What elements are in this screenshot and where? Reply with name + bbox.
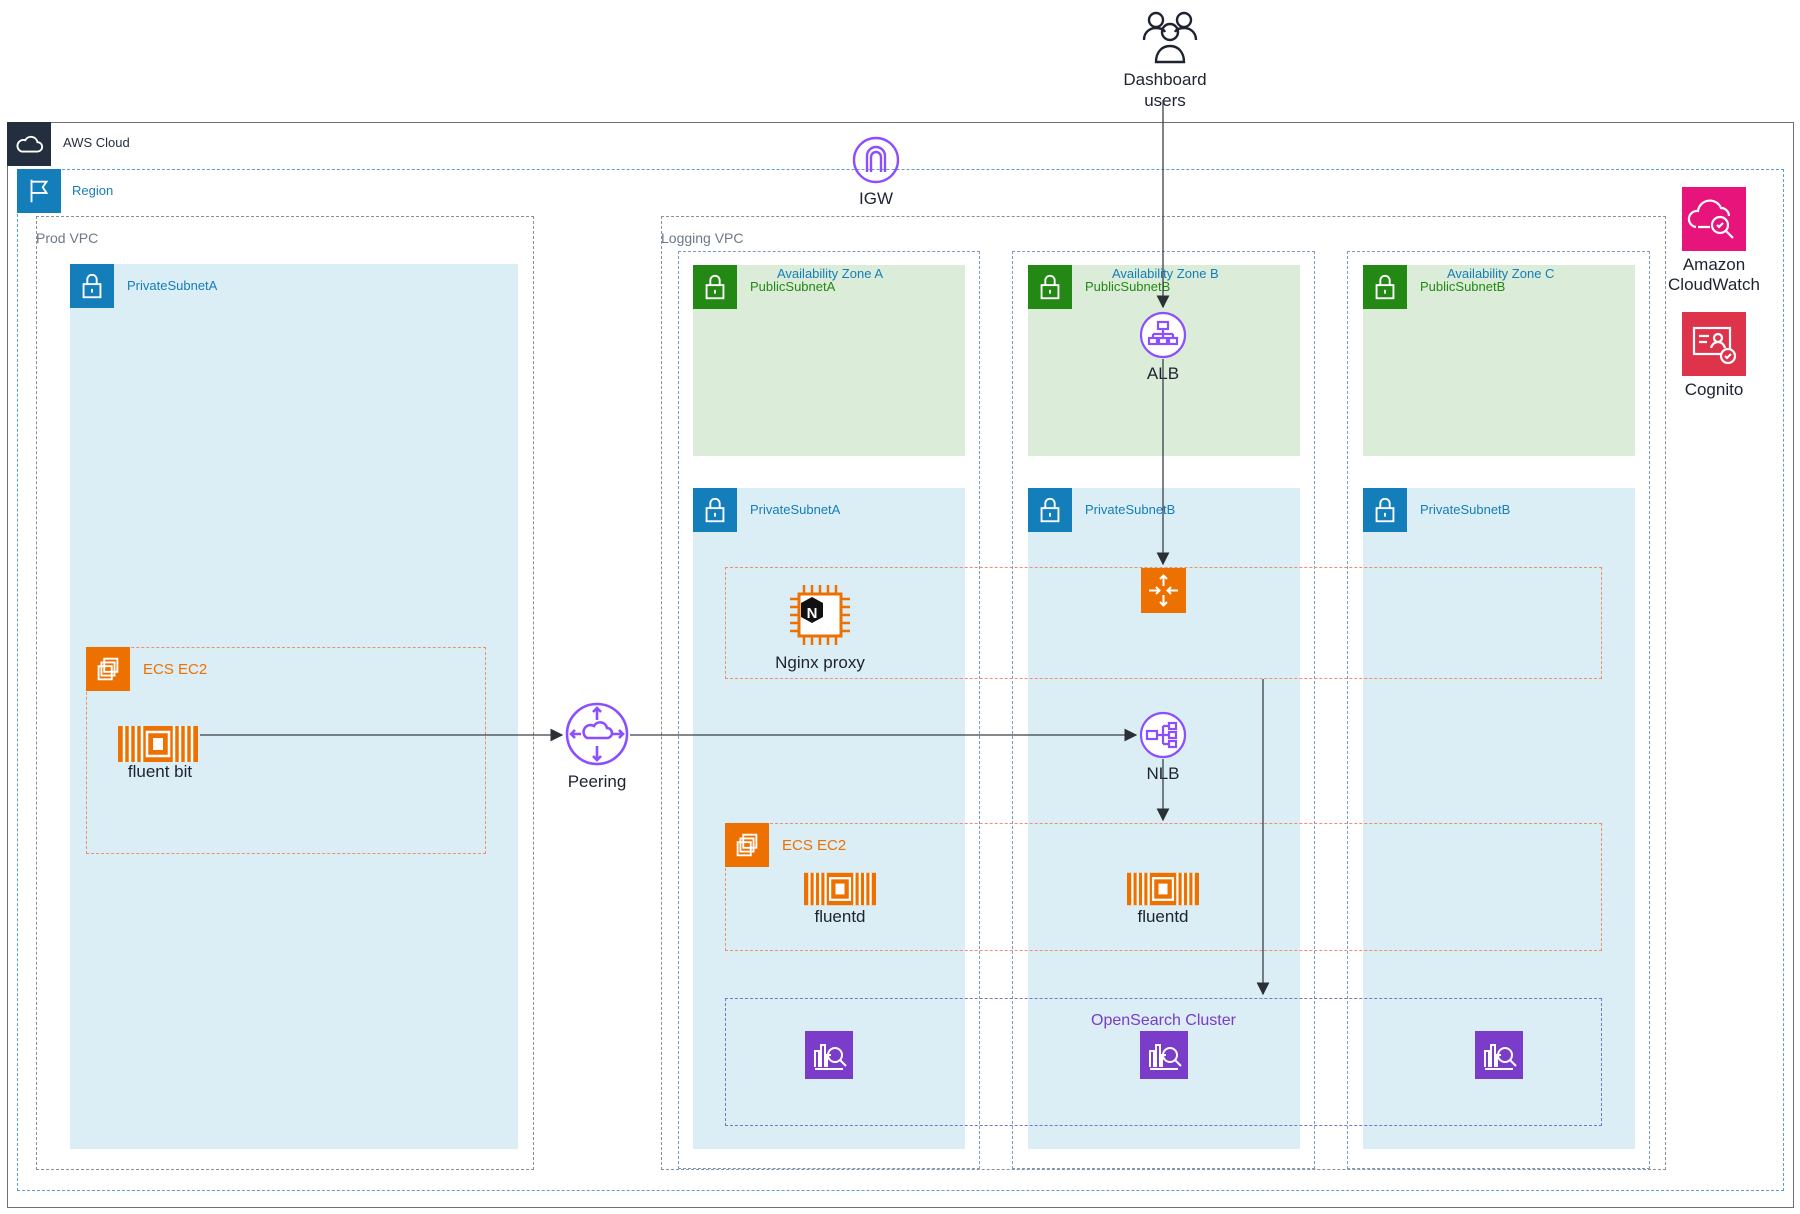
fluentd-b: fluentd xyxy=(1113,871,1213,931)
prod-vpc-label: Prod VPC xyxy=(36,230,99,246)
cloudwatch-label-1: Amazon xyxy=(1682,255,1746,274)
cognito: Cognito xyxy=(1660,312,1768,402)
ecs-icon xyxy=(736,833,758,857)
public-subnet-c xyxy=(1363,265,1635,456)
lock-icon xyxy=(1375,274,1395,300)
cloudwatch-icon xyxy=(1687,199,1734,239)
public-subnet-b-label: PublicSubnetB xyxy=(1085,279,1171,294)
public-subnet-a-label: PublicSubnetA xyxy=(750,279,836,294)
nginx-group xyxy=(725,567,1602,679)
ecs-icon xyxy=(97,657,119,681)
alb: ALB xyxy=(1128,311,1198,387)
lock-icon xyxy=(705,497,725,523)
prod-subnet-lock-badge xyxy=(70,264,114,308)
fluentd-b-label: fluentd xyxy=(1137,907,1189,926)
cloudwatch: Amazon CloudWatch xyxy=(1660,187,1768,297)
private-subnet-c-label: PrivateSubnetB xyxy=(1420,502,1511,517)
fluentd-a: fluentd xyxy=(790,871,890,931)
opensearch-label: OpenSearch Cluster xyxy=(1091,1012,1236,1029)
users-icon xyxy=(1142,11,1198,64)
aws-cloud-badge xyxy=(7,122,51,166)
peering-label: Peering xyxy=(567,772,627,791)
opensearch-icon xyxy=(1484,1044,1517,1070)
nginx-chip-icon: N xyxy=(790,585,850,645)
az-c-group xyxy=(1347,251,1650,1169)
region-badge xyxy=(17,169,61,213)
cloudwatch-label-2: CloudWatch xyxy=(1668,275,1760,294)
logging-ecs-badge xyxy=(725,823,769,867)
private-subnet-a-label: PrivateSubnetA xyxy=(750,502,841,517)
elb-router-icon xyxy=(1149,574,1178,607)
private-subnet-c-lock xyxy=(1363,488,1407,532)
az-b-label: Availability Zone B xyxy=(1112,266,1219,281)
region-label: Region xyxy=(72,183,114,198)
prod-ecs-badge xyxy=(86,647,130,691)
private-subnet-b-lock xyxy=(1028,488,1072,532)
opensearch-node-a xyxy=(805,1031,853,1079)
prod-ecs-label: ECS EC2 xyxy=(143,661,208,678)
nginx-proxy-label: Nginx proxy xyxy=(775,653,865,672)
nlb: NLB xyxy=(1128,711,1198,787)
opensearch-node-c xyxy=(1475,1031,1523,1079)
opensearch-icon xyxy=(814,1044,847,1070)
ec2-task-icon xyxy=(1127,872,1199,906)
logging-ecs-group xyxy=(725,823,1602,951)
opensearch-node-b xyxy=(1140,1031,1188,1079)
public-subnet-c-label: PublicSubnetB xyxy=(1420,279,1506,294)
users-label-2: users xyxy=(1144,91,1186,110)
logging-vpc-label: Logging VPC xyxy=(661,230,744,246)
opensearch-icon xyxy=(1149,1044,1182,1070)
dashboard-users: Dashboard users xyxy=(1120,6,1210,110)
aws-cloud-group xyxy=(7,122,1794,1208)
elb-router xyxy=(1141,568,1186,613)
fluent-bit-task: fluent bit xyxy=(110,724,210,784)
igw-label: IGW xyxy=(859,189,893,208)
opensearch-group xyxy=(725,998,1602,1126)
ec2-task-icon xyxy=(118,726,198,762)
private-subnet-a-lock xyxy=(693,488,737,532)
public-subnet-a xyxy=(693,265,965,456)
nginx-proxy: N Nginx proxy xyxy=(764,583,876,675)
region-group xyxy=(17,169,1784,1191)
aws-cloud-label: AWS Cloud xyxy=(63,135,130,150)
peering-icon xyxy=(565,702,629,766)
peering: Peering xyxy=(552,702,642,798)
igw-icon xyxy=(852,136,900,184)
lock-icon xyxy=(82,273,102,299)
users-label-1: Dashboard xyxy=(1123,70,1207,89)
cloud-icon xyxy=(16,135,43,153)
lock-icon xyxy=(705,274,725,300)
fluentd-a-label: fluentd xyxy=(814,907,866,926)
alb-icon xyxy=(1139,311,1187,359)
prod-ecs-group xyxy=(86,647,486,854)
logging-ecs-label: ECS EC2 xyxy=(782,837,847,854)
nlb-icon xyxy=(1139,711,1187,759)
lock-icon xyxy=(1040,497,1060,523)
az-c-label: Availability Zone C xyxy=(1447,266,1555,281)
igw: IGW xyxy=(846,136,906,211)
prod-vpc-group xyxy=(36,216,534,1170)
alb-label: ALB xyxy=(1146,364,1180,383)
lock-icon xyxy=(1375,497,1395,523)
cognito-icon xyxy=(1692,326,1737,365)
public-subnet-a-lock xyxy=(693,265,737,309)
svg-text:N: N xyxy=(807,605,818,622)
lock-icon xyxy=(1040,274,1060,300)
private-subnet-b-label: PrivateSubnetB xyxy=(1085,502,1176,517)
az-a-label: Availability Zone A xyxy=(777,266,883,281)
public-subnet-b-lock xyxy=(1028,265,1072,309)
nlb-label: NLB xyxy=(1146,764,1180,783)
az-a-group xyxy=(678,251,980,1169)
fluent-bit-label: fluent bit xyxy=(127,762,193,781)
cognito-label: Cognito xyxy=(1684,380,1744,399)
flag-icon xyxy=(30,179,49,203)
prod-subnet-label: PrivateSubnetA xyxy=(127,278,218,293)
public-subnet-c-lock xyxy=(1363,265,1407,309)
prod-private-subnet xyxy=(70,264,518,1149)
ec2-task-icon xyxy=(804,872,876,906)
